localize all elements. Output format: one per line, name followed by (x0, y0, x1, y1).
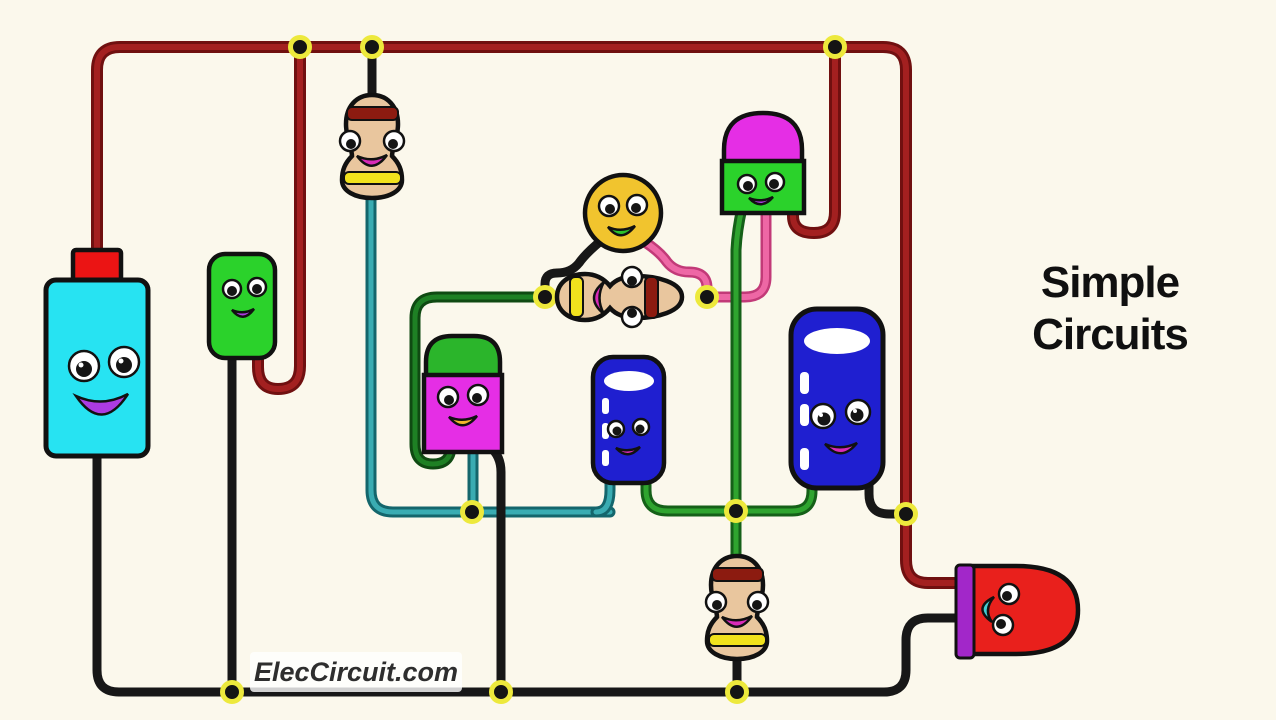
capacitor-body (788, 306, 886, 491)
mouth (748, 195, 774, 206)
stripe-dash (602, 450, 609, 466)
stripe-dash (800, 404, 809, 426)
wire-black-bigcap-right-leg (864, 479, 909, 519)
green-component-body (206, 251, 278, 361)
capacitor-large (788, 306, 886, 491)
dome-cap (423, 333, 503, 380)
band-yellow (569, 276, 584, 318)
resistor-middle (554, 265, 685, 329)
capacitor-small (590, 354, 667, 486)
junction-dot (724, 499, 748, 523)
title-line-2: Circuits (1032, 310, 1188, 359)
mouth (607, 224, 636, 237)
stripe-dash (800, 448, 809, 470)
battery (43, 247, 151, 459)
band-yellow (343, 171, 402, 185)
wire-black-ground-rail (92, 447, 967, 697)
mouth (592, 281, 606, 315)
junction-dot (725, 680, 749, 704)
band-red (644, 276, 659, 319)
watermark-background (250, 652, 462, 692)
yellow-bead-body (582, 172, 664, 254)
highlight (604, 371, 654, 391)
mouth (448, 414, 478, 427)
band-red (711, 567, 764, 582)
green-dome-component (719, 110, 807, 216)
junction-dot (288, 35, 312, 59)
mouth (72, 392, 130, 416)
watermark-text: ElecCircuit.com (254, 657, 458, 687)
led-flange (954, 563, 976, 660)
junction-dot (823, 35, 847, 59)
highlight (804, 328, 870, 354)
mouth (721, 614, 754, 628)
watermark: ElecCircuit.com (250, 652, 462, 692)
green-component (206, 251, 278, 361)
resistor-top (338, 92, 406, 201)
magenta-dome-component (421, 333, 505, 455)
mouth (615, 445, 641, 456)
band-red (346, 106, 399, 121)
junction-dots (220, 35, 918, 704)
junction-dot (695, 285, 719, 309)
junction-dot (460, 500, 484, 524)
magenta-body (421, 372, 505, 455)
mouth (981, 595, 995, 624)
resistor-bottom (704, 553, 770, 662)
wires (92, 42, 967, 697)
title-line-1: Simple (1041, 258, 1179, 307)
mouth (356, 153, 389, 167)
band-yellow (708, 633, 767, 647)
junction-dot (894, 502, 918, 526)
junction-dot (533, 285, 557, 309)
junction-dot (220, 680, 244, 704)
stripe-dash (800, 372, 809, 394)
mouth (231, 307, 256, 318)
wire-black-net (92, 42, 967, 697)
junction-dot (360, 35, 384, 59)
dome-cap (721, 110, 805, 166)
capacitor-body (590, 354, 667, 486)
mouth (824, 441, 858, 455)
red-led (954, 563, 1081, 660)
page-title: Simple Circuits (1032, 258, 1189, 359)
wire-black-yellow-left-leg (540, 235, 607, 299)
yellow-bead (582, 172, 664, 254)
stripe-dash (602, 398, 609, 414)
junction-dot (489, 680, 513, 704)
